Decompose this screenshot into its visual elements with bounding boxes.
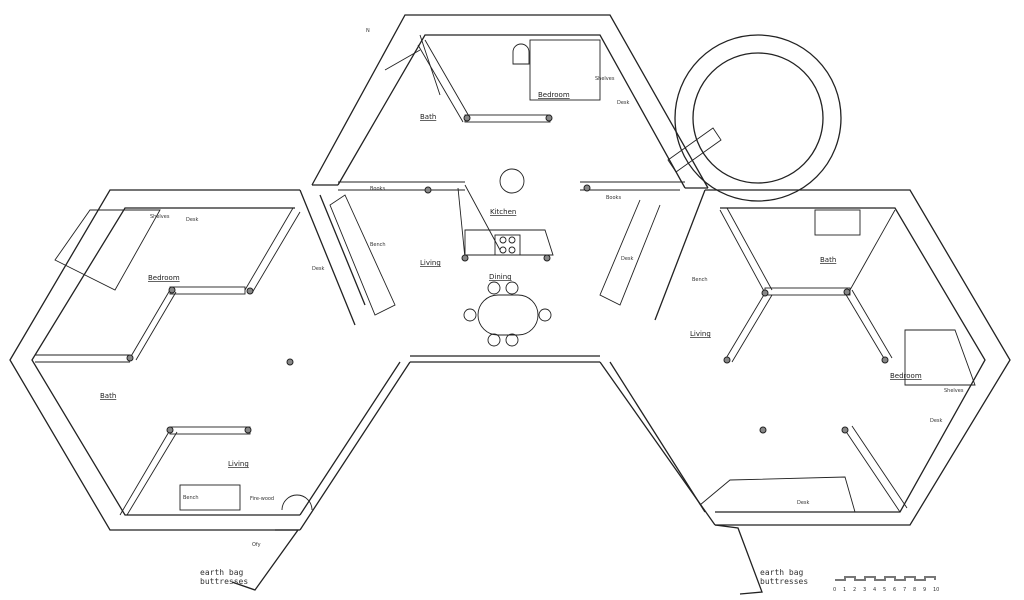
label-desk: Desk bbox=[312, 266, 325, 272]
left-buttress bbox=[231, 529, 300, 591]
scale-tick-label: 10 bbox=[933, 587, 939, 593]
label-desk: Desk bbox=[621, 256, 634, 262]
label-right-bedroom: Bedroom bbox=[890, 372, 922, 380]
label-left-bath: Bath bbox=[100, 392, 116, 400]
round-tank bbox=[667, 34, 842, 202]
right-buttress bbox=[714, 524, 763, 595]
label-shelves: Shelves bbox=[944, 388, 964, 394]
label-desk: Desk bbox=[797, 500, 810, 506]
dining-table bbox=[463, 281, 552, 347]
label-books: Books bbox=[606, 195, 621, 201]
label-top-bedroom: Bedroom bbox=[538, 91, 570, 99]
left-buttress-label-1: earth bag bbox=[200, 568, 244, 577]
right-buttress-label-1: earth bag bbox=[760, 568, 804, 577]
label-right-living: Living bbox=[690, 330, 711, 338]
scale-bar: 0 1 2 3 4 5 6 7 8 9 10 bbox=[833, 576, 939, 593]
label-bench: Bench bbox=[183, 495, 199, 501]
right-buttress-label-2: buttresses bbox=[760, 577, 808, 586]
label-firewood: Fire-wood bbox=[250, 496, 274, 502]
scale-tick-label: 7 bbox=[903, 587, 906, 593]
label-bench: Bench bbox=[692, 277, 708, 283]
scale-tick-label: 0 bbox=[833, 587, 836, 593]
scale-tick-label: 1 bbox=[843, 587, 846, 593]
scale-tick-label: 4 bbox=[873, 587, 876, 593]
right-hexagon bbox=[599, 189, 1011, 526]
scale-tick-label: 5 bbox=[883, 587, 886, 593]
label-top-bath: Bath bbox=[420, 113, 436, 121]
label-kitchen: Kitchen bbox=[490, 208, 516, 216]
label-bench: Bench bbox=[370, 242, 386, 248]
left-buttress-label-2: buttresses bbox=[200, 577, 248, 586]
label-left-bedroom: Bedroom bbox=[148, 274, 180, 282]
stove-icon bbox=[494, 234, 521, 256]
label-shelves: Shelves bbox=[595, 76, 615, 82]
label-desk: Desk bbox=[617, 100, 630, 106]
label-desk: Desk bbox=[930, 418, 943, 424]
scale-tick-label: 2 bbox=[853, 587, 856, 593]
label-books: Books bbox=[370, 186, 385, 192]
label-right-bath: Bath bbox=[820, 256, 836, 264]
left-mark: Ofy bbox=[252, 542, 261, 548]
label-shelves: Shelves bbox=[150, 214, 170, 220]
scale-tick-label: 6 bbox=[893, 587, 896, 593]
label-center-living: Living bbox=[420, 259, 441, 267]
center-hexagon bbox=[311, 14, 709, 363]
label-left-living: Living bbox=[228, 460, 249, 468]
scale-tick-label: 3 bbox=[863, 587, 866, 593]
label-desk: Desk bbox=[186, 217, 199, 223]
scale-tick-label: 8 bbox=[913, 587, 916, 593]
label-dining: Dining bbox=[489, 273, 512, 281]
north-arrow: N bbox=[366, 28, 370, 34]
scale-tick-label: 9 bbox=[923, 587, 926, 593]
left-hexagon bbox=[9, 189, 411, 531]
